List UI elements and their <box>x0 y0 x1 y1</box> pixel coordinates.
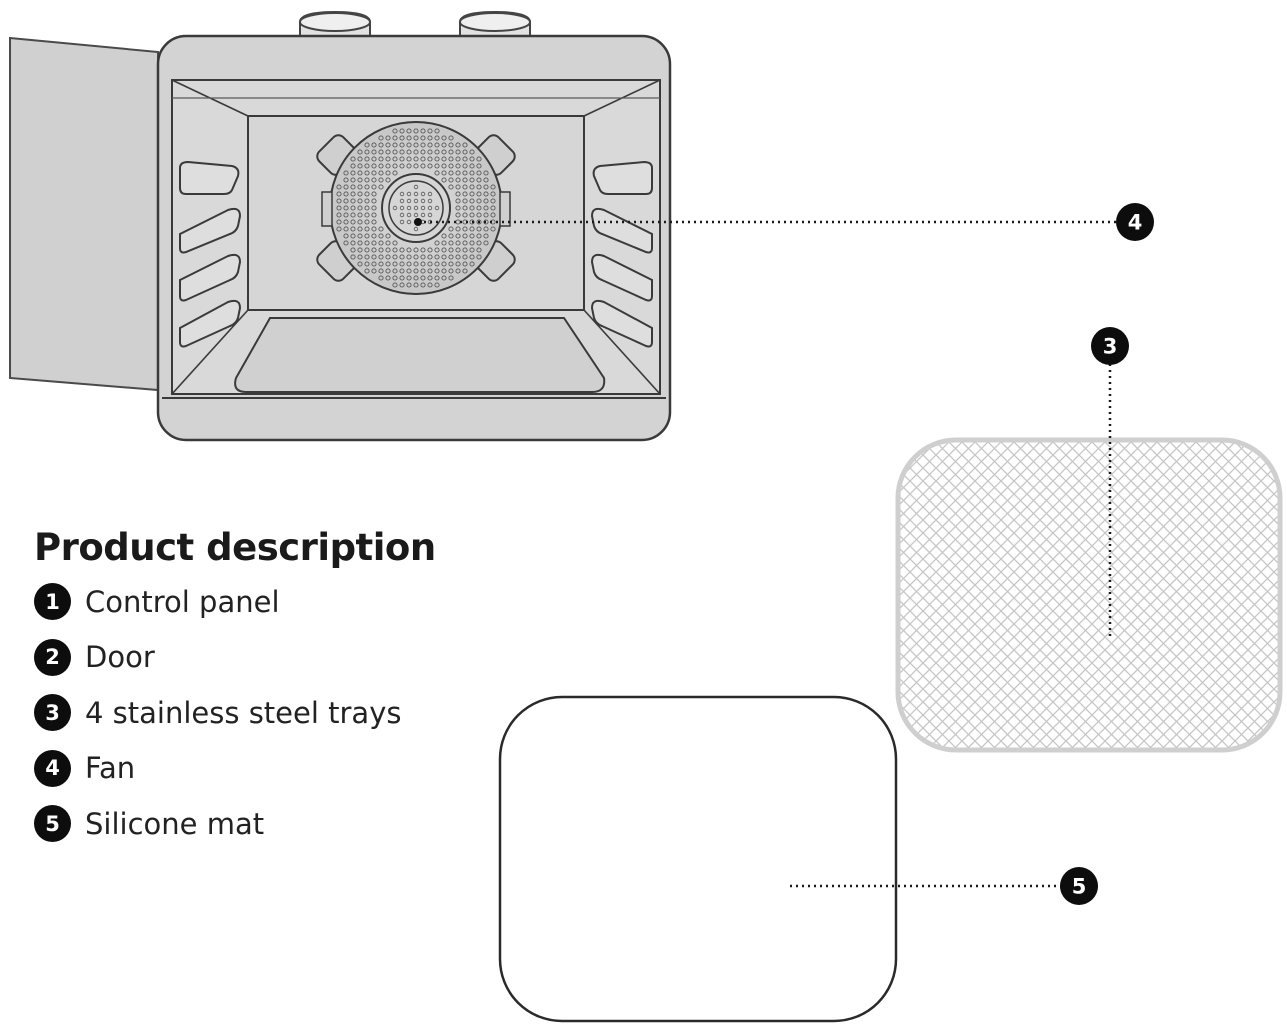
legend-item-control-panel: 1 Control panel <box>34 574 474 630</box>
legend-number-badge: 4 <box>34 749 71 787</box>
svg-text:4: 4 <box>1128 211 1143 235</box>
oven-knobs <box>299 10 531 38</box>
legend-item-label: Fan <box>85 751 136 786</box>
callout-mat: 5 <box>1060 867 1098 905</box>
legend-item-label: Silicone mat <box>85 806 265 841</box>
legend-item-trays: 3 4 stainless steel trays <box>34 685 474 741</box>
legend-number-badge: 5 <box>34 805 71 843</box>
svg-text:5: 5 <box>1072 875 1087 899</box>
legend-title: Product description <box>34 526 436 569</box>
mesh-tray-illustration <box>895 437 1283 753</box>
legend-number-badge: 1 <box>34 583 71 621</box>
legend-item-label: Door <box>85 640 155 675</box>
legend-item-silicone-mat: 5 Silicone mat <box>34 796 474 852</box>
legend-item-label: 4 stainless steel trays <box>85 695 402 730</box>
legend-number-badge: 2 <box>34 638 71 676</box>
legend-item-door: 2 Door <box>34 630 474 686</box>
product-description-legend: Product description 1 Control panel 2 Do… <box>34 522 474 852</box>
callout-tray: 3 <box>1091 327 1129 365</box>
oven-door <box>9 36 159 392</box>
silicone-mat-illustration <box>498 695 898 1023</box>
leader-lines <box>418 220 1118 888</box>
fan-assembly <box>316 121 516 295</box>
callout-fan: 4 <box>1116 203 1154 241</box>
legend-list: 1 Control panel 2 Door 3 4 stainless ste… <box>34 574 474 852</box>
legend-item-fan: 4 Fan <box>34 741 474 797</box>
fan-grille <box>336 128 496 288</box>
legend-item-label: Control panel <box>85 584 280 619</box>
legend-number-badge: 3 <box>34 694 71 732</box>
oven-illustration <box>9 10 672 442</box>
svg-text:3: 3 <box>1103 335 1118 359</box>
